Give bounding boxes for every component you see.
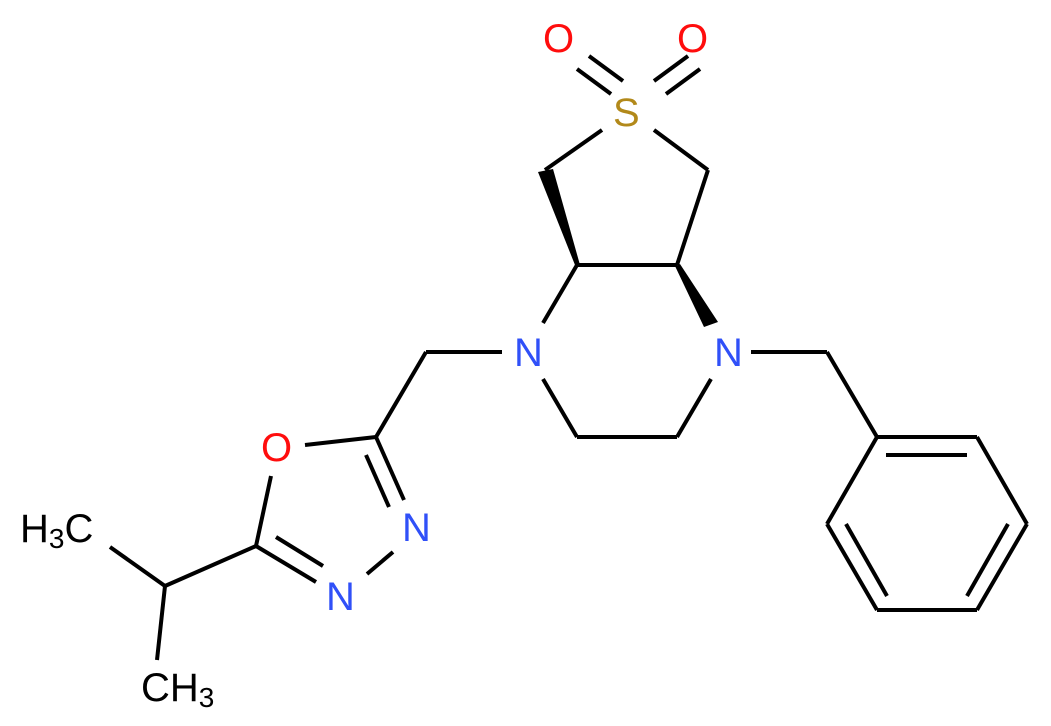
atom-oxygen-2: O (677, 17, 708, 61)
thiolane-ring (538, 169, 710, 267)
atom-nitrogen-4: N (326, 575, 355, 619)
wedge-bond (675, 264, 718, 327)
atom-oxygen-1: O (543, 17, 574, 61)
atom-sulfur: S (613, 91, 640, 135)
benzyl-group (751, 350, 1029, 612)
methylene-linker (374, 350, 502, 439)
atom-nitrogen-right: N (714, 331, 743, 375)
atom-nitrogen-left: N (514, 331, 543, 375)
sulfone-group (543, 54, 710, 172)
wedge-bond (538, 169, 580, 265)
label-methyl-top: H3C (20, 507, 93, 554)
isopropyl-group (108, 544, 257, 661)
oxadiazole-ring (254, 435, 406, 584)
piperazine-ring (541, 263, 718, 439)
label-methyl-bottom: CH3 (141, 666, 214, 713)
atom-nitrogen-3: N (402, 506, 431, 550)
atom-oxygen-ring: O (261, 426, 292, 470)
